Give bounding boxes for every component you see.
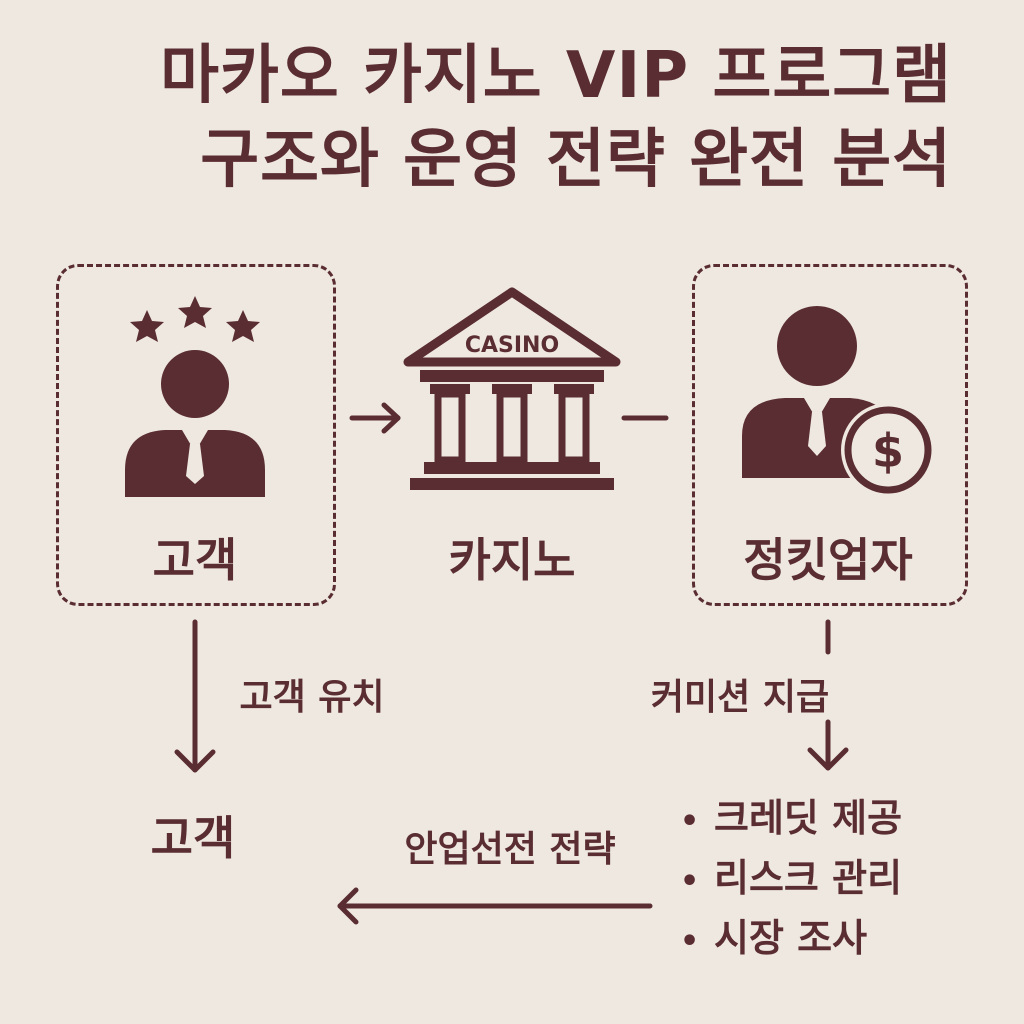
svg-text:$: $ <box>872 424 904 478</box>
services-list: • 크레딧 제공 • 리스크 관리 • 시장 조사 <box>680 790 902 970</box>
arrow-to-casino <box>349 402 401 434</box>
customer-box <box>56 264 336 606</box>
page-title-line1: 마카오 카지노 VIP 프로그램 <box>160 39 952 113</box>
service-item: • 리스크 관리 <box>680 850 902 910</box>
bullet-dot: • <box>680 804 700 839</box>
service-label: 리스크 관리 <box>714 856 903 900</box>
edge-commission-label: 커미션 지급 <box>650 677 830 718</box>
casino-sign: CASINO <box>465 333 559 358</box>
arrow-recruit-down <box>174 619 216 773</box>
node-casino-label: 카지노 <box>448 533 576 587</box>
agent-box <box>692 264 968 606</box>
star-icon <box>178 296 212 328</box>
node-agent-label: 정킷업자 <box>743 533 913 587</box>
node-customer-bottom-label: 고객 <box>150 811 236 865</box>
vip-person-icon <box>125 350 265 497</box>
node-customer-label: 고객 <box>152 533 238 587</box>
service-label: 시장 조사 <box>714 916 868 960</box>
casino-building-icon <box>403 287 621 490</box>
star-icon <box>226 310 260 342</box>
service-item: • 시장 조사 <box>680 910 902 970</box>
arrow-commission-down <box>807 619 849 771</box>
service-item: • 크레딧 제공 <box>680 790 902 850</box>
bullet-dot: • <box>680 864 700 899</box>
service-label: 크레딧 제공 <box>714 796 903 840</box>
edge-recruit-label: 고객 유치 <box>239 677 385 718</box>
bullet-dot: • <box>680 924 700 959</box>
star-icon-group <box>130 296 260 342</box>
edge-strategy-label: 안업선전 전략 <box>404 829 616 870</box>
page-title-line2: 구조와 운영 전략 완전 분석 <box>200 123 952 197</box>
star-icon <box>130 310 164 342</box>
dollar-coin-icon: $ <box>841 403 935 497</box>
arrow-strategy-left <box>337 887 653 925</box>
